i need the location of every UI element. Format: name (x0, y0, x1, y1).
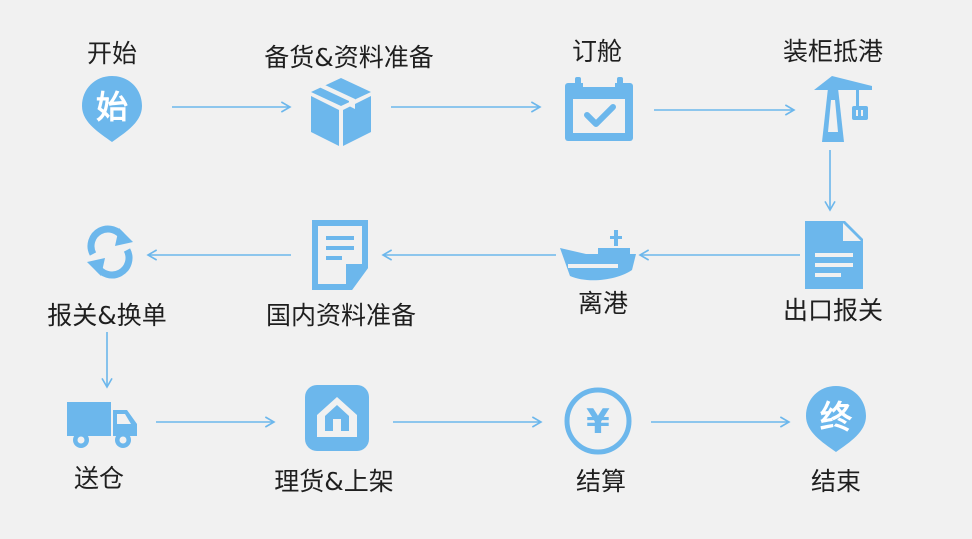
house-icon (305, 385, 369, 451)
calendar-check-icon (565, 77, 633, 141)
arrow-depart-to-domestic (381, 249, 556, 261)
step-label-delivery: 送仓 (73, 464, 125, 493)
step-label-loading: 装柜抵港 (782, 37, 884, 66)
step-label-booking: 订舱 (571, 37, 623, 66)
yen-glyph: ¥ (586, 402, 610, 442)
arrow-start-to-stock (172, 101, 292, 113)
truck-icon (67, 402, 137, 448)
step-label-settle: 结算 (575, 467, 627, 496)
start-pin-glyph: 始 (96, 88, 128, 126)
arrow-shelving-to-settle (393, 416, 543, 428)
port-crane-icon (814, 76, 872, 142)
end-pin-glyph: 终 (820, 398, 853, 436)
arrow-export-to-depart (638, 249, 800, 261)
arrow-settle-to-end (651, 416, 791, 428)
document-icon (805, 221, 863, 289)
box-icon (311, 78, 371, 146)
step-label-shelving: 理货&上架 (274, 467, 394, 496)
ship-icon (560, 230, 636, 281)
yen-coin-icon: ¥ (564, 387, 632, 455)
start-pin-icon: 始 (82, 76, 142, 142)
arrow-customs-to-delivery (101, 332, 113, 389)
document-curl-icon (312, 220, 368, 290)
step-label-customs: 报关&换单 (47, 301, 167, 330)
arrow-loading-to-export (824, 150, 836, 212)
arrow-booking-to-loading (654, 104, 796, 116)
step-label-start: 开始 (86, 39, 138, 68)
step-label-stock: 备货&资料准备 (264, 43, 434, 72)
step-label-depart: 离港 (577, 289, 629, 318)
step-label-export: 出口报关 (782, 296, 884, 325)
step-label-domestic: 国内资料准备 (265, 301, 417, 330)
arrow-domestic-to-customs (146, 249, 291, 261)
arrow-stock-to-booking (391, 101, 542, 113)
refresh-icon (87, 225, 133, 279)
arrow-delivery-to-shelving (156, 416, 276, 428)
step-label-end: 结束 (810, 467, 862, 496)
end-pin-icon: 终 (806, 386, 866, 452)
